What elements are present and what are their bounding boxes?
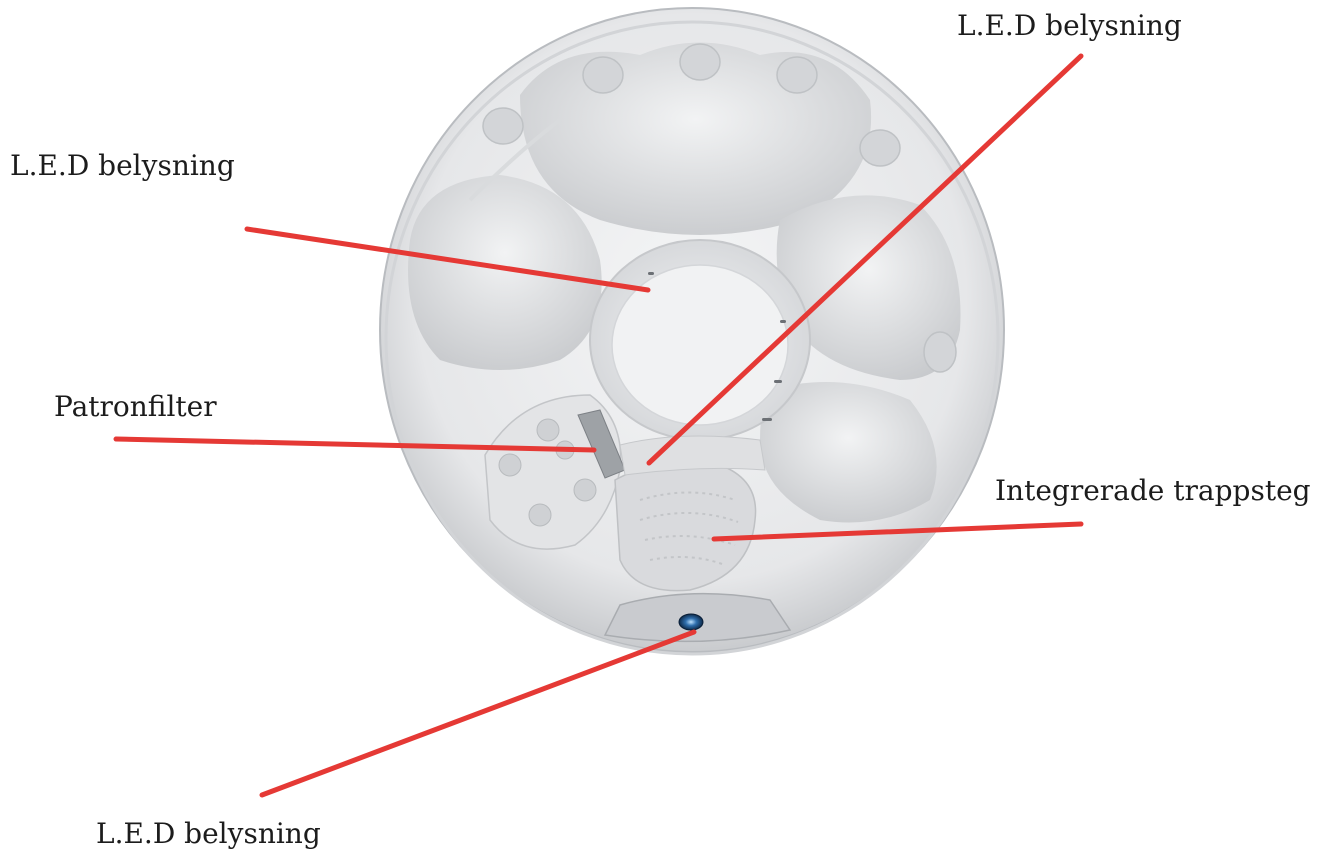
label-cartridge-filter: Patronfilter (54, 393, 217, 421)
label-led-lighting-top-left: L.E.D belysning (10, 152, 235, 180)
led-light-fixture (679, 614, 703, 630)
label-led-lighting-bottom: L.E.D belysning (96, 820, 321, 848)
label-led-lighting-top-right: L.E.D belysning (957, 12, 1182, 40)
upper-step (620, 436, 765, 475)
callout-line-led-bottom (262, 632, 694, 795)
label-integrated-steps: Integrerade trappsteg (995, 477, 1311, 505)
